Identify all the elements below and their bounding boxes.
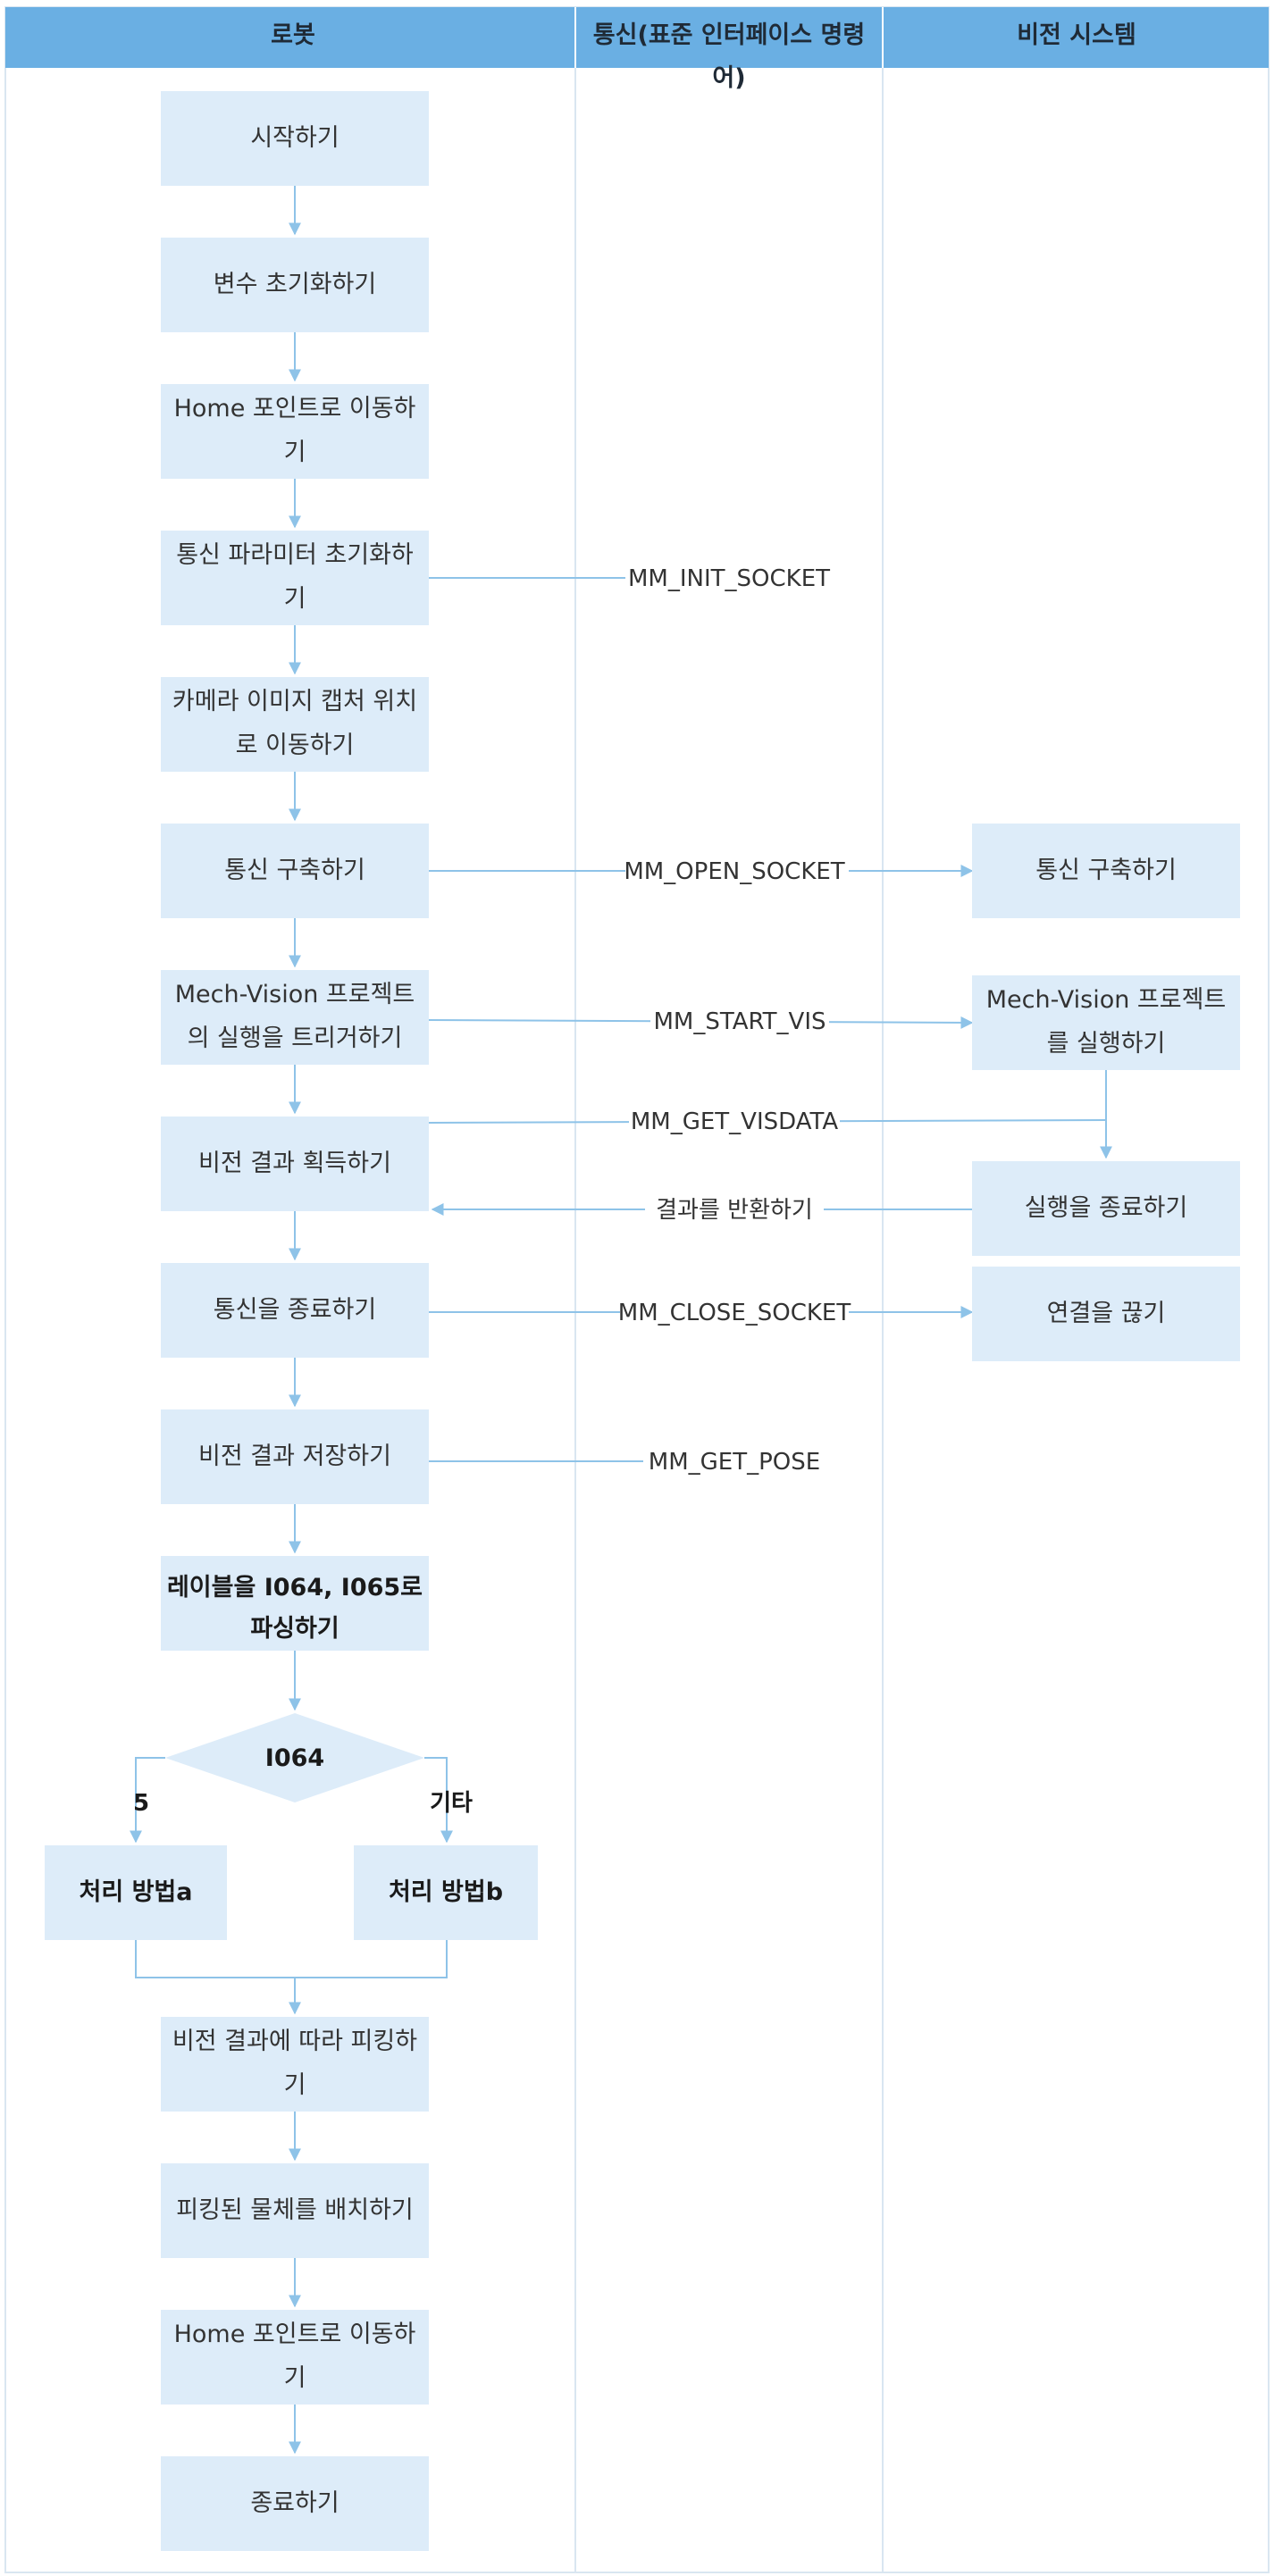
step-end-comm-text: 통신을 종료하기 (214, 1296, 376, 1324)
step-end-comm (161, 1263, 429, 1358)
step-method-b (354, 1845, 538, 1940)
robot-lane: 시작하기 변수 초기화하기 Home 포인트로 이동하 기 통신 파라미터 초기… (45, 91, 538, 2551)
step-parse-labels-text-2: 파싱하기 (250, 1615, 339, 1643)
step-establish-comm (161, 824, 429, 918)
vision-disconnect-text: 연결을 끊기 (1047, 1300, 1166, 1327)
step-parse-labels (161, 1556, 429, 1651)
step-get-result-text: 비전 결과 획득하기 (198, 1150, 391, 1177)
lane-header-bar (5, 7, 1269, 68)
lane-title-comm: 통신(표준 인터페이스 명령 (593, 21, 865, 49)
step-move-home-2-text-1: Home 포인트로 이동하 (174, 2321, 416, 2348)
command-labels: MM_INIT_SOCKET MM_OPEN_SOCKET MM_START_V… (618, 561, 851, 1478)
branch-arrow-left (130, 1757, 165, 1844)
vision-establish-text: 통신 구축하기 (1035, 857, 1177, 884)
step-method-a-text: 처리 방법a (80, 1878, 193, 1906)
step-move-home-2 (161, 2310, 429, 2405)
cmd-open-socket: MM_OPEN_SOCKET (624, 858, 844, 885)
step-save-result (161, 1409, 429, 1504)
branch-label-right: 기타 (430, 1790, 473, 1817)
step-save-result-text: 비전 결과 저장하기 (198, 1443, 391, 1470)
vision-establish (972, 824, 1240, 918)
merge-line (135, 1940, 448, 1978)
step-pick (161, 2017, 429, 2112)
step-end-text: 종료하기 (250, 2489, 339, 2517)
vision-finish-run (972, 1161, 1240, 1256)
cmd-get-pose: MM_GET_POSE (649, 1449, 820, 1476)
step-start-text: 시작하기 (250, 124, 339, 152)
step-method-a (45, 1845, 227, 1940)
step-trigger-project (161, 970, 429, 1065)
vision-disconnect (972, 1267, 1240, 1361)
cmd-close-socket: MM_CLOSE_SOCKET (618, 1300, 851, 1326)
cmd-init-socket: MM_INIT_SOCKET (628, 565, 830, 592)
step-pick-text-1: 비전 결과에 따라 피킹하 (172, 2028, 417, 2055)
lane-title-vision: 비전 시스템 (1017, 21, 1136, 49)
branch-arrow-right (424, 1757, 453, 1844)
cmd-start-vis: MM_START_VIS (653, 1008, 826, 1035)
step-init-comm-params (161, 531, 429, 625)
step-place-text: 피킹된 물체를 배치하기 (176, 2196, 414, 2224)
vision-run-project-text-2: 를 실행하기 (1047, 1030, 1166, 1058)
vision-run-project-text-1: Mech-Vision 프로젝트 (986, 986, 1227, 1014)
step-init-comm-params-text-1: 통신 파라미터 초기화하 (176, 541, 414, 569)
step-pick-text-2: 기 (284, 2071, 306, 2099)
step-start (161, 91, 429, 186)
branch-label-left: 5 (133, 1790, 149, 1817)
step-establish-comm-text: 통신 구축하기 (224, 857, 365, 884)
step-move-capture-text-1: 카메라 이미지 캡처 위치 (172, 688, 417, 715)
step-move-capture (161, 677, 429, 772)
step-move-home-2-text-2: 기 (284, 2364, 306, 2392)
decision-text: I064 (265, 1744, 324, 1772)
step-move-home-text-1: Home 포인트로 이동하 (174, 395, 416, 422)
step-get-result (161, 1117, 429, 1211)
step-parse-labels-text-1: 레이블을 I064, I065로 (167, 1574, 423, 1602)
step-move-home-text-2: 기 (284, 439, 306, 466)
cmd-get-visdata: MM_GET_VISDATA (631, 1108, 838, 1135)
step-init-vars-text: 변수 초기화하기 (214, 271, 376, 298)
decision-diamond (165, 1713, 424, 1802)
vision-finish-run-text: 실행을 종료하기 (1025, 1194, 1187, 1222)
step-method-b-text: 처리 방법b (389, 1878, 503, 1906)
step-place (161, 2163, 429, 2258)
step-init-comm-params-text-2: 기 (284, 585, 306, 613)
step-move-capture-text-2: 로 이동하기 (236, 732, 355, 759)
vision-lane: 통신 구축하기 Mech-Vision 프로젝트 를 실행하기 실행을 종료하기… (972, 824, 1240, 1361)
lane-title-robot: 로봇 (271, 21, 315, 49)
step-trigger-project-text-1: Mech-Vision 프로젝트 (175, 981, 415, 1008)
step-trigger-project-text-2: 의 실행을 트리거하기 (188, 1025, 403, 1052)
return-result-label: 결과를 반환하기 (656, 1197, 813, 1224)
step-move-home (161, 384, 429, 479)
lane-title-comm-wrap: 어) (712, 64, 745, 92)
step-init-vars (161, 238, 429, 332)
vision-run-project (972, 975, 1240, 1070)
step-end (161, 2456, 429, 2551)
